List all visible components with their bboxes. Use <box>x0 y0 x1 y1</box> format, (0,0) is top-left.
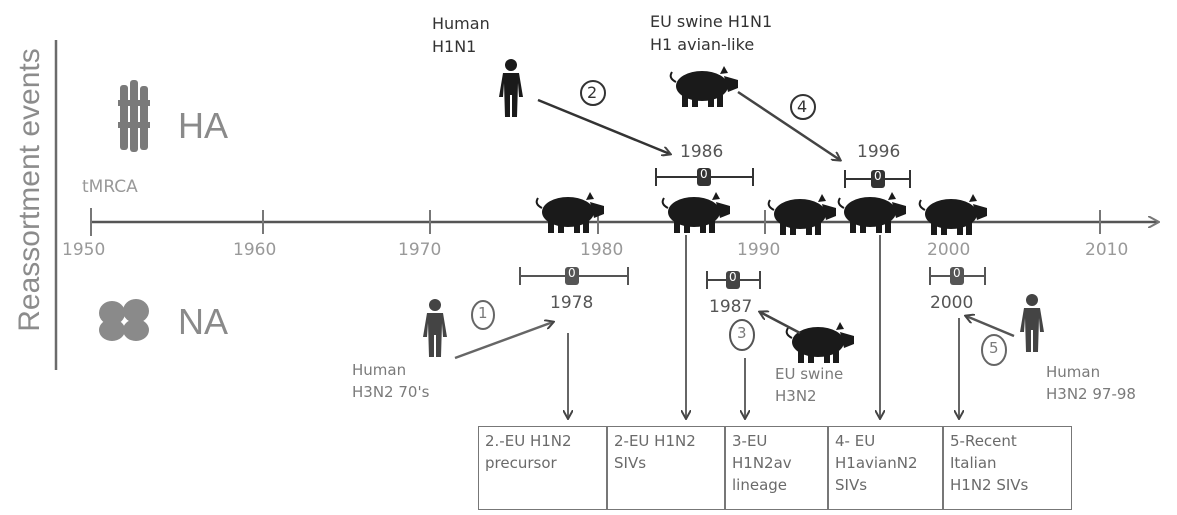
tick-label-2010: 2010 <box>1085 240 1129 260</box>
event-4-interval <box>844 170 911 188</box>
na-label: NA <box>178 301 229 342</box>
event-1-interval <box>519 267 629 285</box>
event-3-number: 3 <box>737 324 747 342</box>
event-5-marker: 0 <box>953 266 961 280</box>
event-4-source: EU swine H1N1 H1 avian-like <box>650 12 773 55</box>
lineage-box: 2-EU H1N2 SIVs <box>607 426 725 510</box>
event-1-number: 1 <box>478 304 488 322</box>
event-2-year: 1986 <box>680 142 724 162</box>
lineage-box: 3-EU H1N2av lineage <box>725 426 828 510</box>
tick-label-1950: 1950 <box>62 240 106 260</box>
human-icon <box>499 59 523 117</box>
tmrca-label: tMRCA <box>82 177 138 197</box>
timeline-pigs <box>535 191 988 236</box>
pig-icon <box>669 65 739 108</box>
event-4-badge <box>790 94 816 120</box>
event-3-badge <box>729 319 755 351</box>
event-5-badge <box>981 334 1007 366</box>
ha-molecule-icon <box>118 80 150 152</box>
event-3-year: 1987 <box>709 297 753 317</box>
event-1-arrow <box>454 322 553 360</box>
event-2-marker: 0 <box>700 167 708 181</box>
pig-icon <box>785 321 855 364</box>
pig-icon <box>918 193 988 236</box>
lineage-box: 4- EU H1avianN2 SIVs <box>828 426 943 510</box>
event-3-marker: 0 <box>729 270 737 284</box>
tick-label-1990: 1990 <box>737 240 781 260</box>
event-5-interval <box>929 267 986 285</box>
event-3-interval <box>706 271 761 289</box>
event-5-number: 5 <box>989 339 999 357</box>
event-2-source: Human H1N1 <box>432 14 490 57</box>
pig-icon <box>535 191 605 234</box>
na-molecule-icon <box>99 299 149 341</box>
event-5-source: Human H3N2 97-98 <box>1046 363 1136 403</box>
lineage-box: 5-Recent Italian H1N2 SIVs <box>943 426 1072 510</box>
lineage-box: 2.-EU H1N2 precursor <box>478 426 607 510</box>
human-icon <box>423 299 447 357</box>
event-3-arrow <box>760 312 801 335</box>
tick-label-1960: 1960 <box>233 240 277 260</box>
event-2-arrow <box>537 98 670 154</box>
event-1-badge <box>471 300 495 330</box>
event-1-year: 1978 <box>550 293 594 313</box>
tick-label-2000: 2000 <box>927 240 971 260</box>
event-5-arrow <box>966 316 1015 338</box>
event-4-marker: 0 <box>874 169 882 183</box>
ha-label: HA <box>178 105 229 146</box>
pig-icon <box>837 191 907 234</box>
human-icon <box>1020 294 1044 352</box>
pig-icon <box>661 191 731 234</box>
event-4-arrow <box>737 90 840 160</box>
event-5-year: 2000 <box>930 293 974 313</box>
event-4-number: 4 <box>797 97 808 116</box>
lineage-connectors <box>568 235 959 418</box>
event-3-source: EU swine H3N2 <box>775 365 844 405</box>
event-1-source: Human H3N2 70's <box>352 361 430 401</box>
event-2-interval <box>655 168 754 186</box>
tick-label-1980: 1980 <box>580 240 624 260</box>
event-2-number: 2 <box>587 83 598 102</box>
pig-icon <box>767 193 837 236</box>
tick-label-1970: 1970 <box>398 240 442 260</box>
event-4-year: 1996 <box>857 142 901 162</box>
event-1-marker: 0 <box>568 266 576 280</box>
event-2-badge <box>580 80 606 106</box>
